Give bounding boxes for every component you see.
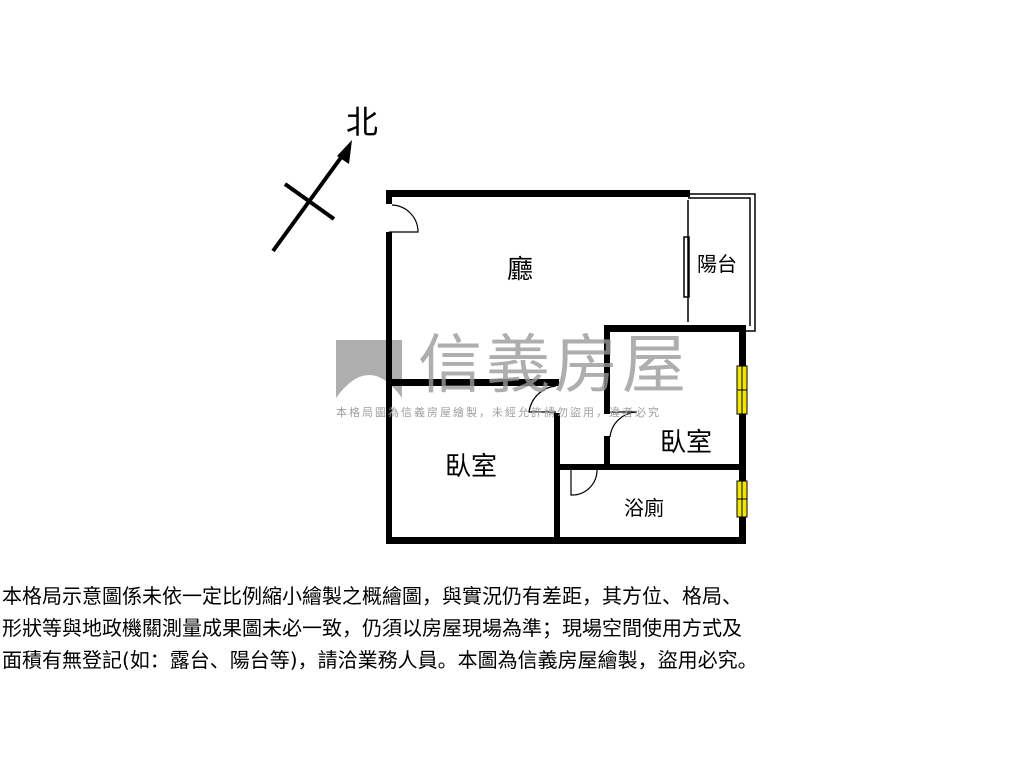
watermark-logo — [336, 340, 402, 398]
disclaimer-text: 本格局示意圖係未依一定比例縮小繪製之概繪圖，與實況仍有差距，其方位、格局、 形狀… — [2, 580, 1024, 676]
windows — [736, 365, 748, 518]
walls — [386, 190, 746, 544]
watermark-notice: 本格局圖為信義房屋繪製，未經允許請勿盜用，違者必究 — [336, 406, 661, 419]
compass-label: 北 — [346, 103, 379, 141]
room-bedroom-right: 臥室 — [660, 428, 713, 458]
balcony-outline — [683, 193, 756, 332]
disclaimer-line: 本格局示意圖係未依一定比例縮小繪製之概繪圖，與實況仍有差距，其方位、格局、 — [2, 584, 742, 608]
room-bathroom: 浴廁 — [624, 496, 664, 520]
doors — [389, 204, 638, 496]
watermark-brand: 信義房屋 — [418, 329, 690, 403]
room-balcony: 陽台 — [697, 252, 737, 276]
disclaimer-line: 形狀等與地政機關測量成果圖未必一致，仍須以房屋現場為準；現場空間使用方式及 — [2, 616, 742, 640]
room-living: 廳 — [507, 255, 534, 285]
room-bedroom-left: 臥室 — [445, 452, 498, 482]
north-arrow-icon — [271, 140, 352, 253]
disclaimer-line: 面積有無登記(如：露台、陽台等)，請洽業務人員。本圖為信義房屋繪製，盜用必究。 — [2, 648, 758, 672]
